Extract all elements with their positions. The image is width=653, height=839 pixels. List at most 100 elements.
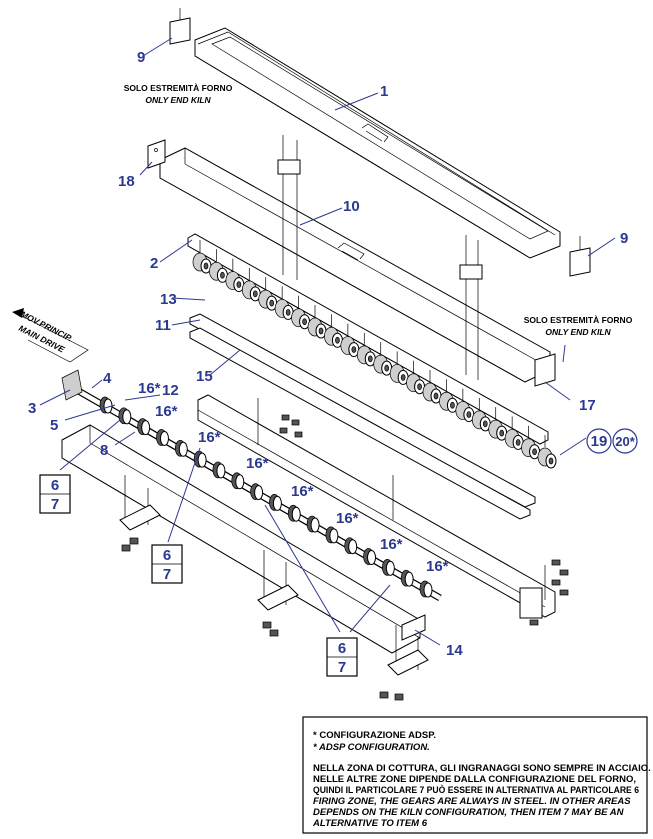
part-number-labels: 9 1 18 10 9 2 13 11 15 4 3 5 12 8 14 17	[28, 49, 628, 659]
part-8-side-rail	[197, 394, 556, 618]
gear	[382, 559, 395, 576]
roller	[324, 314, 343, 348]
roller	[373, 342, 393, 376]
roller	[521, 425, 541, 460]
label-part-17: 17	[579, 397, 596, 414]
roller	[225, 258, 245, 293]
label-part-16: 16*	[138, 380, 161, 397]
svg-text:7: 7	[163, 566, 171, 583]
label-part-10: 10	[343, 198, 360, 215]
svg-text:6: 6	[163, 547, 171, 564]
roller	[389, 351, 409, 385]
label-part-16: 16*	[291, 483, 314, 500]
main-drive-arrow: MOV.PRINCIP. MAIN DRIVE	[12, 308, 89, 363]
gear	[363, 548, 377, 566]
part-1-top-cover	[194, 27, 561, 259]
end-plate-9-right	[569, 236, 591, 277]
right-end-fittings	[519, 559, 569, 626]
gear	[118, 407, 132, 425]
label-part-15: 15	[196, 368, 213, 385]
note-line-2: * ADSP CONFIGURATION.	[313, 742, 430, 753]
label-part-3: 3	[28, 400, 36, 417]
label-part-1: 1	[380, 83, 388, 100]
gear-row	[99, 396, 433, 598]
gear	[269, 494, 282, 511]
part-11-flat-bar	[189, 313, 536, 508]
svg-text:7: 7	[51, 496, 59, 513]
label-part-9: 9	[137, 49, 145, 66]
gear	[212, 461, 226, 479]
part-16-labels: 16* 16* 16* 16* 16* 16* 16* 16*	[138, 380, 449, 575]
gear	[231, 472, 245, 490]
label-part-16: 16*	[426, 558, 449, 575]
roller	[307, 305, 327, 339]
gear	[156, 429, 169, 446]
part-19-circle: 19	[586, 428, 612, 454]
box-6-7-left: 6 7	[39, 474, 71, 514]
roller	[258, 277, 278, 311]
roller	[488, 407, 508, 441]
label-part-5: 5	[50, 417, 58, 434]
end-kiln-left-en: ONLY END KILN	[145, 95, 211, 105]
label-part-16: 16*	[246, 455, 269, 472]
note-en-2: DEPENDS ON THE KILN CONFIGURATION, THEN …	[313, 807, 625, 818]
label-part-18: 18	[118, 173, 135, 190]
part-13-roller-row	[192, 240, 557, 469]
label-part-16: 16*	[380, 536, 403, 553]
middle-bolts	[257, 398, 394, 520]
label-part-12: 12	[162, 382, 179, 399]
notes-box: * CONFIGURAZIONE ADSP. * ADSP CONFIGURAT…	[302, 716, 651, 834]
label-part-16: 16*	[198, 429, 221, 446]
svg-text:20*: 20*	[615, 434, 635, 449]
box-6-7-middle: 6 7	[151, 544, 183, 584]
gear	[287, 504, 301, 522]
roller	[537, 435, 557, 469]
box-6-7-right: 6 7	[326, 637, 358, 677]
gear	[174, 439, 188, 457]
roller	[340, 323, 360, 358]
end-kiln-right-en: ONLY END KILN	[545, 327, 611, 337]
part-20-circle: 20*	[612, 428, 638, 454]
roller	[455, 388, 475, 423]
roller	[209, 249, 228, 283]
end-plate-18	[147, 139, 166, 169]
gear	[400, 569, 414, 587]
roller	[192, 240, 212, 274]
roller	[422, 370, 442, 404]
roller	[504, 416, 524, 450]
leader-lines	[39, 37, 616, 646]
svg-text:6: 6	[338, 640, 346, 657]
label-part-14: 14	[446, 642, 463, 659]
gear	[137, 418, 151, 436]
svg-text:19: 19	[591, 433, 608, 450]
end-plate-9-top	[169, 8, 191, 45]
gear	[99, 396, 113, 414]
hanger-bolts	[277, 135, 483, 380]
label-part-11: 11	[155, 317, 171, 334]
label-part-9-right: 9	[620, 230, 628, 247]
note-it-2: NELLE ALTRE ZONE DIPENDE DALLA CONFIGURA…	[313, 774, 636, 785]
label-part-8: 8	[100, 442, 108, 459]
end-kiln-right-it: SOLO ESTREMITÀ FORNO	[524, 315, 633, 325]
roller	[356, 332, 376, 367]
label-part-13: 13	[160, 291, 177, 308]
note-it-1: NELLA ZONA DI COTTURA, GLI INGRANAGGI SO…	[313, 763, 651, 774]
support-feet	[119, 475, 429, 701]
gear	[419, 580, 433, 598]
end-plate-17	[534, 353, 556, 387]
gear	[325, 526, 339, 544]
part-15-flat-bar	[189, 327, 531, 520]
roller	[274, 286, 294, 320]
svg-text:7: 7	[338, 659, 346, 676]
gear	[250, 483, 264, 501]
gear	[193, 450, 207, 468]
svg-text:6: 6	[51, 477, 59, 494]
note-it-3: QUINDI IL PARTICOLARE 7 PUÒ ESSERE IN AL…	[313, 784, 639, 796]
label-part-16: 16*	[336, 510, 359, 527]
roller	[439, 379, 458, 413]
gear	[306, 515, 320, 533]
end-kiln-left-it: SOLO ESTREMITÀ FORNO	[124, 83, 233, 93]
label-part-2: 2	[150, 255, 158, 272]
part-14-lower-beam	[61, 424, 426, 654]
label-part-16: 16*	[155, 403, 178, 420]
